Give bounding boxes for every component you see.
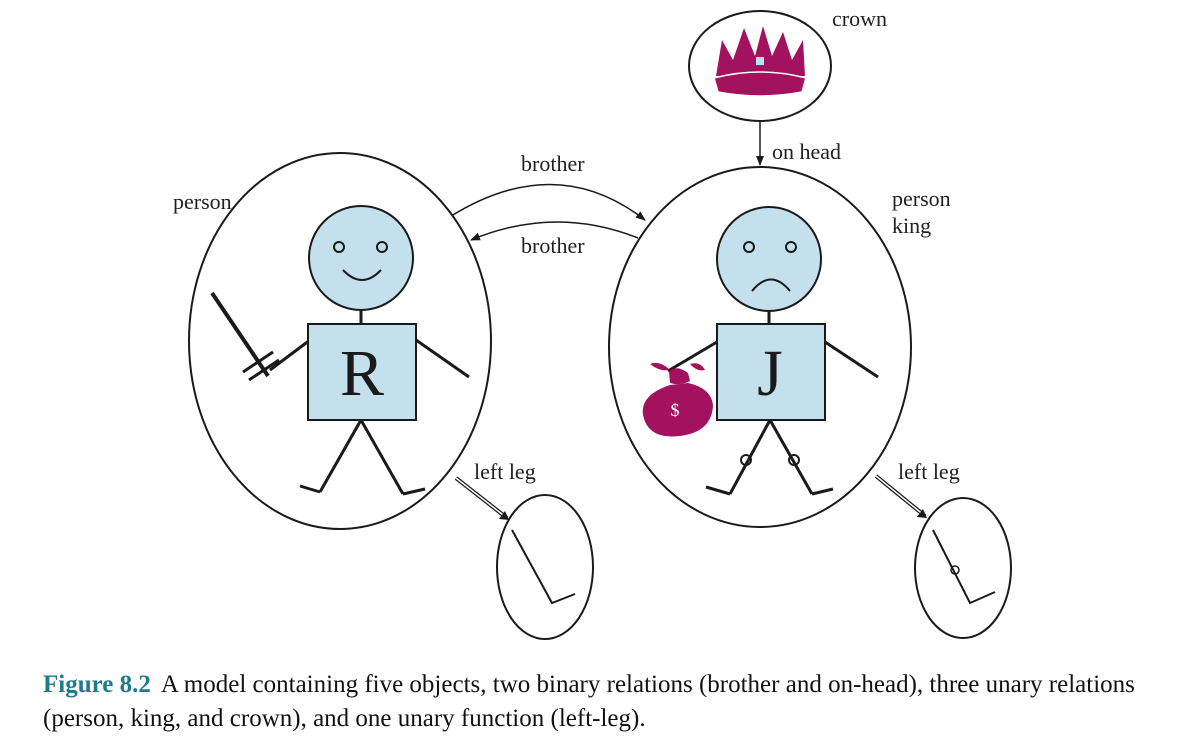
john-left-leg-object <box>914 497 1012 639</box>
model-diagram: crown on head brother brother <box>173 6 1012 640</box>
left-leg-label-richard: left leg <box>474 459 536 484</box>
figure-number: Figure 8.2 <box>43 671 151 698</box>
sword-icon <box>210 291 280 382</box>
john-letter: J <box>757 337 783 410</box>
john-knee-right <box>788 454 800 466</box>
john-person-label: person <box>892 186 951 211</box>
john-body <box>716 323 826 421</box>
richard-left-leg-object <box>496 494 594 640</box>
crown-label: crown <box>832 6 887 31</box>
john-object: $ J <box>608 166 912 528</box>
left-leg-label-john: left leg <box>898 459 960 484</box>
left-leg-function-john <box>874 474 927 518</box>
john-knee-left <box>740 454 752 466</box>
dollar-sign: $ <box>671 400 680 420</box>
sad-face <box>716 206 822 312</box>
richard-object: R <box>188 152 492 530</box>
crown-object <box>688 10 832 122</box>
brother-arrow-j-to-r <box>470 221 639 241</box>
money-bag-icon: $ <box>642 362 713 437</box>
brother-arrow-r-to-j <box>447 183 646 221</box>
happy-face <box>308 205 414 311</box>
richard-letter: R <box>340 337 384 410</box>
caption-text: A model containing five objects, two bin… <box>43 671 1135 732</box>
brother-label-bottom: brother <box>521 233 585 258</box>
richard-body <box>307 323 417 421</box>
john-king-label: king <box>892 213 931 238</box>
on-head-label: on head <box>772 139 841 164</box>
crown-icon <box>713 26 807 97</box>
brother-label-top: brother <box>521 151 585 176</box>
richard-person-label: person <box>173 189 232 214</box>
left-leg-function-richard <box>454 476 509 520</box>
